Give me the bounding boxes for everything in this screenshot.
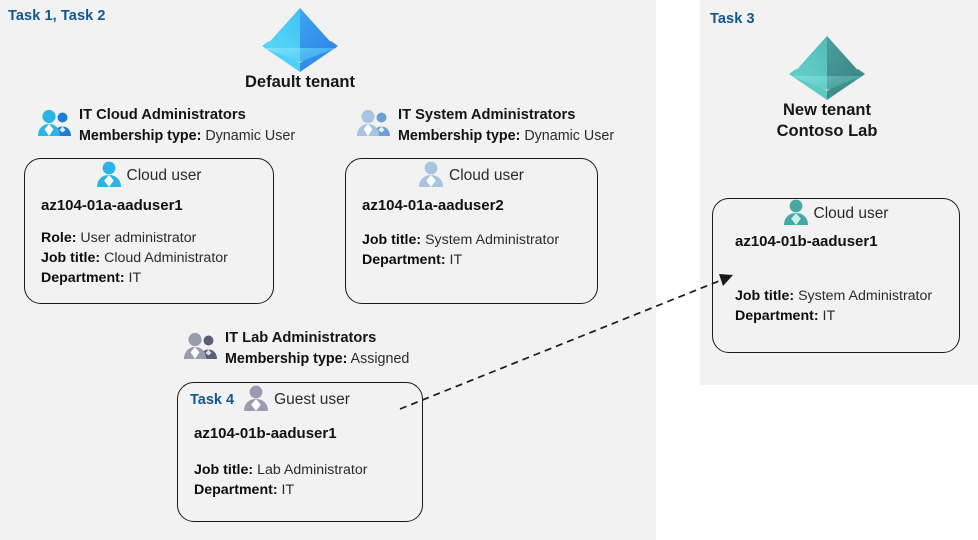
card-properties: Job title: System Administrator Departme… bbox=[346, 230, 597, 270]
property-value: IT bbox=[128, 270, 142, 286]
card-header: Cloud user bbox=[346, 159, 597, 193]
property-value: Lab Administrator bbox=[257, 462, 368, 478]
new-tenant-name-line1: New tenant bbox=[782, 101, 871, 119]
azure-ad-tenant-icon bbox=[208, 2, 392, 72]
property-value: System Administrator bbox=[798, 288, 933, 304]
card-property-role: Role: User administrator bbox=[41, 228, 273, 248]
property-value: User administrator bbox=[80, 230, 197, 246]
card-properties: Job title: System Administrator Departme… bbox=[713, 286, 959, 326]
card-properties: Role: User administrator Job title: Clou… bbox=[25, 228, 273, 288]
user-card-aaduser2: Cloud user az104-01a-aaduser2 Job title:… bbox=[345, 158, 598, 304]
property-label: Job title: bbox=[194, 462, 254, 478]
default-tenant-name: Default tenant bbox=[244, 73, 355, 91]
card-property-department: Department: IT bbox=[735, 306, 959, 326]
group-name: IT System Administrators bbox=[398, 107, 576, 123]
card-property-job-title: Job title: System Administrator bbox=[735, 286, 959, 306]
card-header: Task 4 Guest user bbox=[178, 383, 422, 417]
group-it-lab-administrators: IT Lab Administrators Membership type: A… bbox=[184, 328, 409, 370]
property-label: Job title: bbox=[41, 250, 101, 266]
task-label-1-2: Task 1, Task 2 bbox=[8, 8, 106, 24]
group-membership-type: Membership type: Assigned bbox=[225, 349, 409, 370]
card-header: Cloud user bbox=[713, 199, 959, 229]
group-users-icon bbox=[357, 109, 391, 142]
group-users-icon bbox=[184, 332, 218, 365]
card-property-department: Department: IT bbox=[194, 480, 422, 500]
group-it-system-administrators: IT System Administrators Membership type… bbox=[357, 105, 614, 147]
group-membership-label: Membership type: bbox=[398, 128, 521, 144]
property-value: System Administrator bbox=[425, 232, 560, 248]
default-tenant-panel bbox=[0, 0, 656, 540]
property-label: Department: bbox=[194, 482, 278, 498]
user-card-guest-aaduser1: Task 4 Guest user az104-01b-aaduser1 Job… bbox=[177, 382, 423, 522]
card-header: Cloud user bbox=[25, 159, 273, 193]
group-membership-type: Membership type: Dynamic User bbox=[398, 126, 614, 147]
user-kind-label: Cloud user bbox=[449, 167, 524, 184]
group-membership-value: Dynamic User bbox=[205, 128, 296, 144]
group-membership-label: Membership type: bbox=[79, 128, 202, 144]
user-card-aaduser1: Cloud user az104-01a-aaduser1 Role: User… bbox=[24, 158, 274, 304]
user-kind-label: Guest user bbox=[274, 391, 350, 408]
new-tenant-block: New tenant Contoso Lab bbox=[716, 28, 938, 142]
card-username: az104-01a-aaduser1 bbox=[41, 197, 183, 214]
card-properties: Job title: Lab Administrator Department:… bbox=[178, 460, 422, 500]
user-card-contoso-aaduser1: Cloud user az104-01b-aaduser1 Job title:… bbox=[712, 198, 960, 353]
property-label: Role: bbox=[41, 230, 77, 246]
azure-ad-tenant-icon bbox=[716, 28, 938, 100]
card-property-job-title: Job title: System Administrator bbox=[362, 230, 597, 250]
group-membership-value: Assigned bbox=[350, 351, 410, 367]
guest-user-icon bbox=[244, 385, 269, 416]
property-value: IT bbox=[449, 252, 463, 268]
task-label-3: Task 3 bbox=[710, 11, 755, 27]
card-username: az104-01b-aaduser1 bbox=[194, 425, 337, 442]
group-name: IT Lab Administrators bbox=[225, 330, 377, 346]
group-name: IT Cloud Administrators bbox=[79, 107, 246, 123]
group-membership-value: Dynamic User bbox=[524, 128, 615, 144]
card-username: az104-01a-aaduser2 bbox=[362, 197, 504, 214]
group-users-icon bbox=[38, 109, 72, 142]
cloud-user-icon bbox=[96, 161, 121, 192]
user-kind-label: Cloud user bbox=[813, 205, 889, 222]
property-label: Job title: bbox=[735, 288, 795, 304]
property-value: IT bbox=[281, 482, 295, 498]
group-membership-label: Membership type: bbox=[225, 351, 348, 367]
user-kind-label: Cloud user bbox=[126, 167, 202, 184]
property-label: Job title: bbox=[362, 232, 422, 248]
group-membership-type: Membership type: Dynamic User bbox=[79, 126, 295, 147]
new-tenant-name-line2: Contoso Lab bbox=[776, 122, 878, 140]
card-property-department: Department: IT bbox=[41, 268, 273, 288]
default-tenant-block: Default tenant bbox=[208, 2, 392, 93]
cloud-user-icon bbox=[419, 161, 444, 192]
task-label-4: Task 4 bbox=[190, 392, 235, 408]
property-label: Department: bbox=[41, 270, 125, 286]
property-value: Cloud Administrator bbox=[104, 250, 228, 266]
cloud-user-icon bbox=[783, 199, 808, 230]
property-label: Department: bbox=[735, 308, 819, 324]
property-value: IT bbox=[822, 308, 836, 324]
card-property-department: Department: IT bbox=[362, 250, 597, 270]
group-it-cloud-administrators: IT Cloud Administrators Membership type:… bbox=[38, 105, 295, 147]
property-label: Department: bbox=[362, 252, 446, 268]
card-username: az104-01b-aaduser1 bbox=[735, 233, 878, 250]
card-property-job-title: Job title: Lab Administrator bbox=[194, 460, 422, 480]
card-property-job-title: Job title: Cloud Administrator bbox=[41, 248, 273, 268]
